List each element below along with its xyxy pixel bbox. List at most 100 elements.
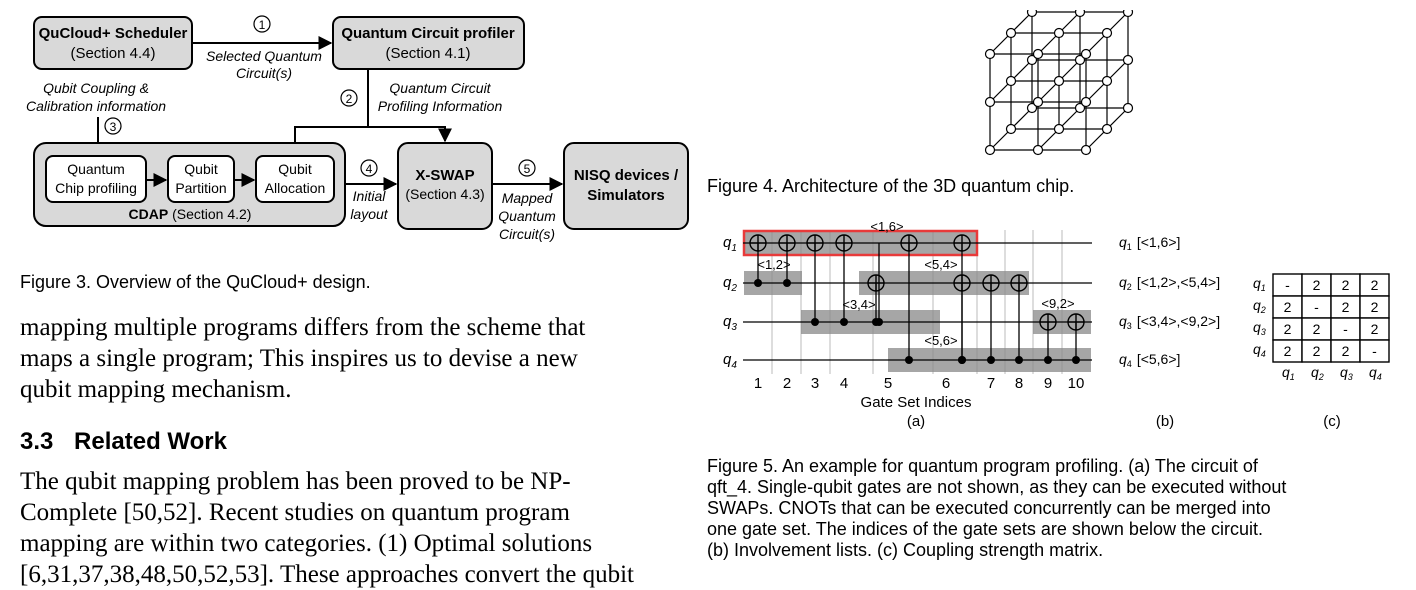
body-line: mapping are within two categories. (1) O… <box>20 530 593 557</box>
qubit-node <box>1080 48 1092 60</box>
qubit-partition-label-1: Qubit <box>184 161 218 177</box>
body-line: mapping multiple programs differs from t… <box>20 314 586 341</box>
profiler-title: Quantum Circuit profiler <box>341 25 515 42</box>
qubit-node <box>1080 96 1092 108</box>
matrix-value: 2 <box>1371 277 1379 293</box>
qubit-node <box>1074 10 1086 18</box>
figure-4-3d-chip <box>984 10 1134 156</box>
group-label-5-4: <5,4> <box>924 257 957 272</box>
caption-line: Figure 5. An example for quantum program… <box>707 456 1258 476</box>
qubit-node <box>1026 102 1038 114</box>
body-paragraph-2: The qubit mapping problem has been prove… <box>20 466 710 590</box>
qubit-label-1: q1 <box>723 234 737 254</box>
qubit-label-2: q2 <box>723 274 737 294</box>
group-label-9-2: <9,2> <box>1041 296 1074 311</box>
group-label-5-6: <5,6> <box>924 333 957 348</box>
qubit-node <box>1053 27 1065 39</box>
figure-4-caption: Figure 4. Architecture of the 3D quantum… <box>707 176 1075 196</box>
matrix-row-label: q4 <box>1253 341 1266 359</box>
body-line: The qubit mapping problem has been prove… <box>20 468 571 495</box>
caption-line: one gate set. The indices of the gate se… <box>707 519 1263 539</box>
involvement-q3: q3[<3,4>,<9,2>] <box>1119 313 1220 331</box>
cnot-control-dot <box>840 318 848 326</box>
matrix-value: - <box>1285 277 1290 293</box>
section-title: Related Work <box>74 428 227 455</box>
matrix-row-label: q1 <box>1253 275 1266 293</box>
coupling-info-label-2: Calibration information <box>26 98 166 114</box>
step-4-badge <box>360 159 378 177</box>
coupling-info-label-1: Qubit Coupling & <box>43 80 149 96</box>
x-axis-label: Gate Set Indices <box>861 394 972 411</box>
figure-3-caption: Figure 3. Overview of the QuCloud+ desig… <box>20 272 371 292</box>
qubit-node <box>1005 27 1017 39</box>
gate-set-index: 4 <box>840 375 848 392</box>
qubit-node <box>1032 48 1044 60</box>
body-line: maps a single program; This inspires us … <box>20 345 578 372</box>
matrix-value: 2 <box>1313 277 1321 293</box>
caption-line: (b) Involvement lists. (c) Coupling stre… <box>707 540 1104 560</box>
mapped-label-1: Mapped <box>502 190 554 206</box>
subfigure-a-label: (a) <box>907 413 925 430</box>
matrix-value: 2 <box>1284 343 1292 359</box>
qubit-labels: q1 q2 q3 q4 <box>723 234 737 371</box>
matrix-value: - <box>1372 343 1377 359</box>
qubit-label-4: q4 <box>723 351 737 371</box>
matrix-value: 2 <box>1371 321 1379 337</box>
cdap-label: CDAP (Section 4.2) <box>129 206 252 222</box>
cnot-control-dot <box>811 318 819 326</box>
matrix-value: 2 <box>1342 343 1350 359</box>
gate-set-index: 3 <box>811 375 819 392</box>
gate-set-index: 8 <box>1015 375 1023 392</box>
profiler-section: (Section 4.1) <box>385 45 470 62</box>
qubit-node <box>1074 54 1086 66</box>
step-2-number: 2 <box>346 92 353 106</box>
figure-5-caption: Figure 5. An example for quantum program… <box>707 456 1416 561</box>
step-3-number: 3 <box>110 120 117 134</box>
gate-set-index: 9 <box>1044 375 1052 392</box>
figure-5-circuit: q1 q2 q3 q4 <1,6> <1,2> <5,4> <3,4> <9,2… <box>723 219 1390 430</box>
matrix-col-label: q3 <box>1340 364 1353 382</box>
involvement-lists: q1[<1,6>] q2[<1,2>,<5,4>] q3[<3,4>,<9,2>… <box>1119 234 1220 369</box>
gate-set-index: 6 <box>942 375 950 392</box>
qubit-node <box>1053 123 1065 135</box>
circuit-drawing <box>742 229 1092 374</box>
scheduler-section: (Section 4.4) <box>70 45 155 62</box>
initial-layout-label-1: Initial <box>353 188 387 204</box>
body-line: [6,31,37,38,48,50,52,53]. These approach… <box>20 561 634 588</box>
chip-lattice <box>984 10 1134 156</box>
matrix-row-label: q3 <box>1253 319 1266 337</box>
step-1-badge <box>253 15 271 33</box>
qubit-node <box>1053 75 1065 87</box>
qubit-node <box>1032 144 1044 156</box>
mapped-label-2: Quantum <box>498 208 556 224</box>
gate-set-index: 1 <box>754 375 762 392</box>
body-line: qubit mapping mechanism. <box>20 376 292 403</box>
matrix-row-label: q2 <box>1253 297 1266 315</box>
matrix-value: 2 <box>1284 321 1292 337</box>
xswap-box <box>397 142 493 230</box>
selected-circuit-label-1: Selected Quantum <box>206 48 322 64</box>
cnot-control-dot <box>754 279 762 287</box>
qubit-node <box>984 144 996 156</box>
step-3-badge <box>104 117 122 135</box>
chip-profiling-label-1: Quantum <box>67 161 125 177</box>
group-label-1-2: <1,2> <box>757 257 790 272</box>
involvement-q1: q1[<1,6>] <box>1119 234 1180 252</box>
matrix-value: 2 <box>1371 299 1379 315</box>
gate-set-index: 10 <box>1068 375 1085 392</box>
cnot-control-dot <box>987 356 995 364</box>
qubit-allocation-label-1: Qubit <box>278 161 312 177</box>
cnot-control-dot <box>875 318 883 326</box>
profiling-info-label-1: Quantum Circuit <box>389 80 491 96</box>
matrix-value: 2 <box>1313 321 1321 337</box>
xswap-title: X-SWAP <box>415 167 474 184</box>
qubit-node <box>1026 54 1038 66</box>
qubit-node <box>1005 123 1017 135</box>
matrix-col-label: q2 <box>1311 364 1324 382</box>
nisq-label-2: Simulators <box>587 187 665 204</box>
qubit-partition-label-2: Partition <box>175 180 226 196</box>
section-number: 3.3 <box>20 428 54 455</box>
qubit-node <box>1101 27 1113 39</box>
